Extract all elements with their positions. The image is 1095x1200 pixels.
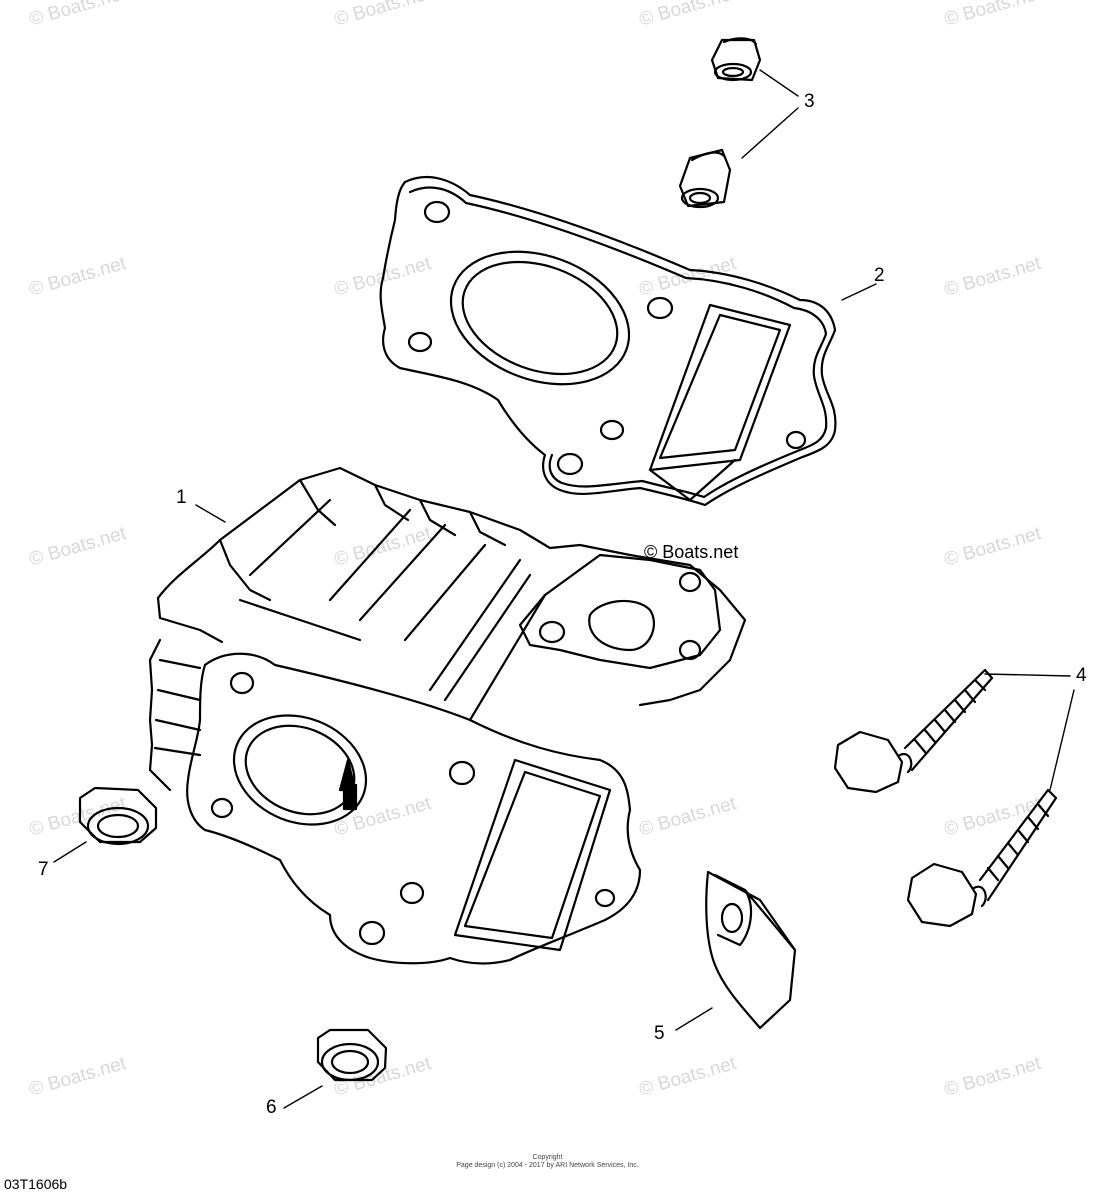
diagram-code: 03T1606b [4, 1176, 68, 1192]
seal-ring-icon [78, 786, 158, 846]
callout-4: 4 [1076, 665, 1087, 686]
chain-guide-icon [705, 870, 797, 1030]
copyright-title: Copyright [532, 1154, 563, 1161]
dowel-pin-icon [710, 37, 762, 82]
copyright-text: Page design (c) 2004 - 2017 by ARI Netwo… [456, 1162, 639, 1169]
callout-5: 5 [654, 1023, 665, 1044]
dowel-pin-icon [678, 148, 732, 209]
callout-7: 7 [38, 859, 49, 880]
flange-bolt-icon [833, 668, 994, 794]
callout-1: 1 [176, 487, 187, 508]
copyright-notice: Copyright Page design (c) 2004 - 2017 by… [0, 1154, 1095, 1170]
callout-3: 3 [804, 91, 815, 112]
flange-bolt-icon [906, 788, 1058, 928]
watermark: © Boats.net [644, 542, 739, 562]
callout-2: 2 [874, 265, 885, 286]
cylinder-gasket-icon [379, 176, 837, 507]
cylinder-block-icon [148, 466, 747, 965]
seal-ring-icon [316, 1028, 388, 1082]
callout-6: 6 [266, 1097, 277, 1118]
leader-lines [53, 69, 1075, 1109]
